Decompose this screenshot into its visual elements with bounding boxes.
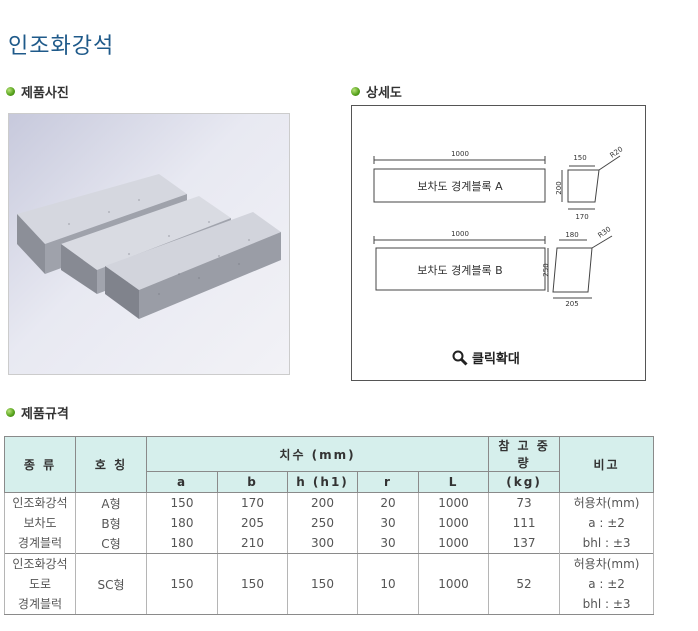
table-row: 인조화강석 보차도 경계블럭 A형 150 170 200 20 1000 73… [4, 492, 655, 554]
h-cell: 250 [287, 513, 358, 533]
detail-drawing[interactable]: 1000 보차도 경계블록 A 150 200 170 R20 1000 보차도… [351, 105, 646, 381]
header-type: 종 류 [4, 436, 76, 493]
section-label: 제품규격 [21, 407, 69, 422]
bullet-icon [6, 87, 15, 96]
dim-a-bottom: 170 [575, 213, 588, 221]
h-cell: 150 [287, 553, 358, 615]
a-cell: 180 [146, 533, 218, 554]
b-cell: 205 [217, 513, 288, 533]
weight-cell: 52 [488, 553, 561, 615]
header-h: h (h1) [287, 471, 358, 493]
magnifier-icon [452, 350, 468, 366]
table-row: C형 180 210 300 30 1000 137 [5, 533, 654, 554]
weight-cell: 73 [488, 492, 561, 513]
table-row: 인조화강석 도로 경계블럭 SC형 150 150 150 10 1000 52… [4, 553, 655, 615]
dim-b-bottom: 205 [565, 300, 578, 308]
header-dimension: 치수 (mm) [145, 436, 490, 472]
dim-b-length: 1000 [451, 230, 469, 238]
dim-a-top: 150 [573, 154, 586, 162]
curb-blocks-image [17, 174, 281, 319]
b-cell: 170 [217, 492, 288, 513]
bullet-icon [6, 408, 15, 417]
header-L: L [417, 471, 490, 493]
header-weight: 참 고 중 량 [488, 436, 561, 472]
r-cell: 20 [357, 492, 419, 513]
section-heading-detail: 상세도 [351, 82, 402, 101]
dim-a-radius: R20 [609, 145, 625, 159]
a-cell: 150 [146, 553, 218, 615]
L-cell: 1000 [417, 492, 490, 513]
header-subrow: a b h (h1) r L (kg) [5, 471, 654, 493]
name-cell: B형 [75, 513, 147, 533]
block-a-label: 보차도 경계블록 A [417, 180, 503, 193]
weight-cell: 111 [488, 513, 561, 533]
note-cell: 허용차(mm) a : ±2 bhl : ±3 [559, 492, 655, 554]
dim-b-top: 180 [565, 231, 578, 239]
header-b: b [217, 471, 288, 493]
product-photo [8, 113, 290, 375]
header-row: 종 류 호 칭 치수 (mm) 참 고 중 량 비고 [4, 436, 655, 493]
b-cell: 150 [217, 553, 288, 615]
header-r: r [357, 471, 419, 493]
h-cell: 200 [287, 492, 358, 513]
section-label: 상세도 [366, 86, 402, 101]
type-cell: 인조화강석 도로 경계블럭 [4, 553, 76, 615]
name-cell: SC형 [75, 553, 147, 615]
section-heading-spec: 제품규격 [6, 403, 69, 422]
page-title: 인조화강석 [8, 34, 115, 59]
h-cell: 300 [287, 533, 358, 554]
name-cell: C형 [75, 533, 147, 554]
zoom-label: 클릭확대 [472, 352, 520, 367]
note-cell: 허용차(mm) a : ±2 bhl : ±3 [559, 553, 655, 615]
spec-table: 종 류 호 칭 치수 (mm) 참 고 중 량 비고 a b h (h1) r … [4, 436, 655, 615]
a-cell: 180 [146, 513, 218, 533]
dim-b-height: 250 [542, 263, 550, 276]
type-cell: 인조화강석 보차도 경계블럭 [4, 492, 76, 554]
b-cell: 210 [217, 533, 288, 554]
section-heading-photo: 제품사진 [6, 82, 69, 101]
L-cell: 1000 [417, 513, 490, 533]
dim-a-height: 200 [555, 181, 563, 194]
dim-a-length: 1000 [451, 150, 469, 158]
section-label: 제품사진 [21, 86, 69, 101]
technical-drawing: 1000 보차도 경계블록 A 150 200 170 R20 1000 보차도… [373, 145, 625, 308]
L-cell: 1000 [417, 533, 490, 554]
name-cell: A형 [75, 492, 147, 513]
header-name: 호 칭 [75, 436, 147, 493]
header-weight-unit: (kg) [488, 471, 561, 493]
zoom-button[interactable]: 클릭확대 [452, 348, 520, 367]
r-cell: 10 [357, 553, 419, 615]
header-a: a [146, 471, 218, 493]
header-note: 비고 [559, 436, 655, 493]
weight-cell: 137 [488, 533, 561, 554]
L-cell: 1000 [417, 553, 490, 615]
block-b-label: 보차도 경계블록 B [417, 264, 502, 277]
r-cell: 30 [357, 533, 419, 554]
r-cell: 30 [357, 513, 419, 533]
table-row: B형 180 205 250 30 1000 111 [5, 513, 654, 533]
bullet-icon [351, 87, 360, 96]
a-cell: 150 [146, 492, 218, 513]
